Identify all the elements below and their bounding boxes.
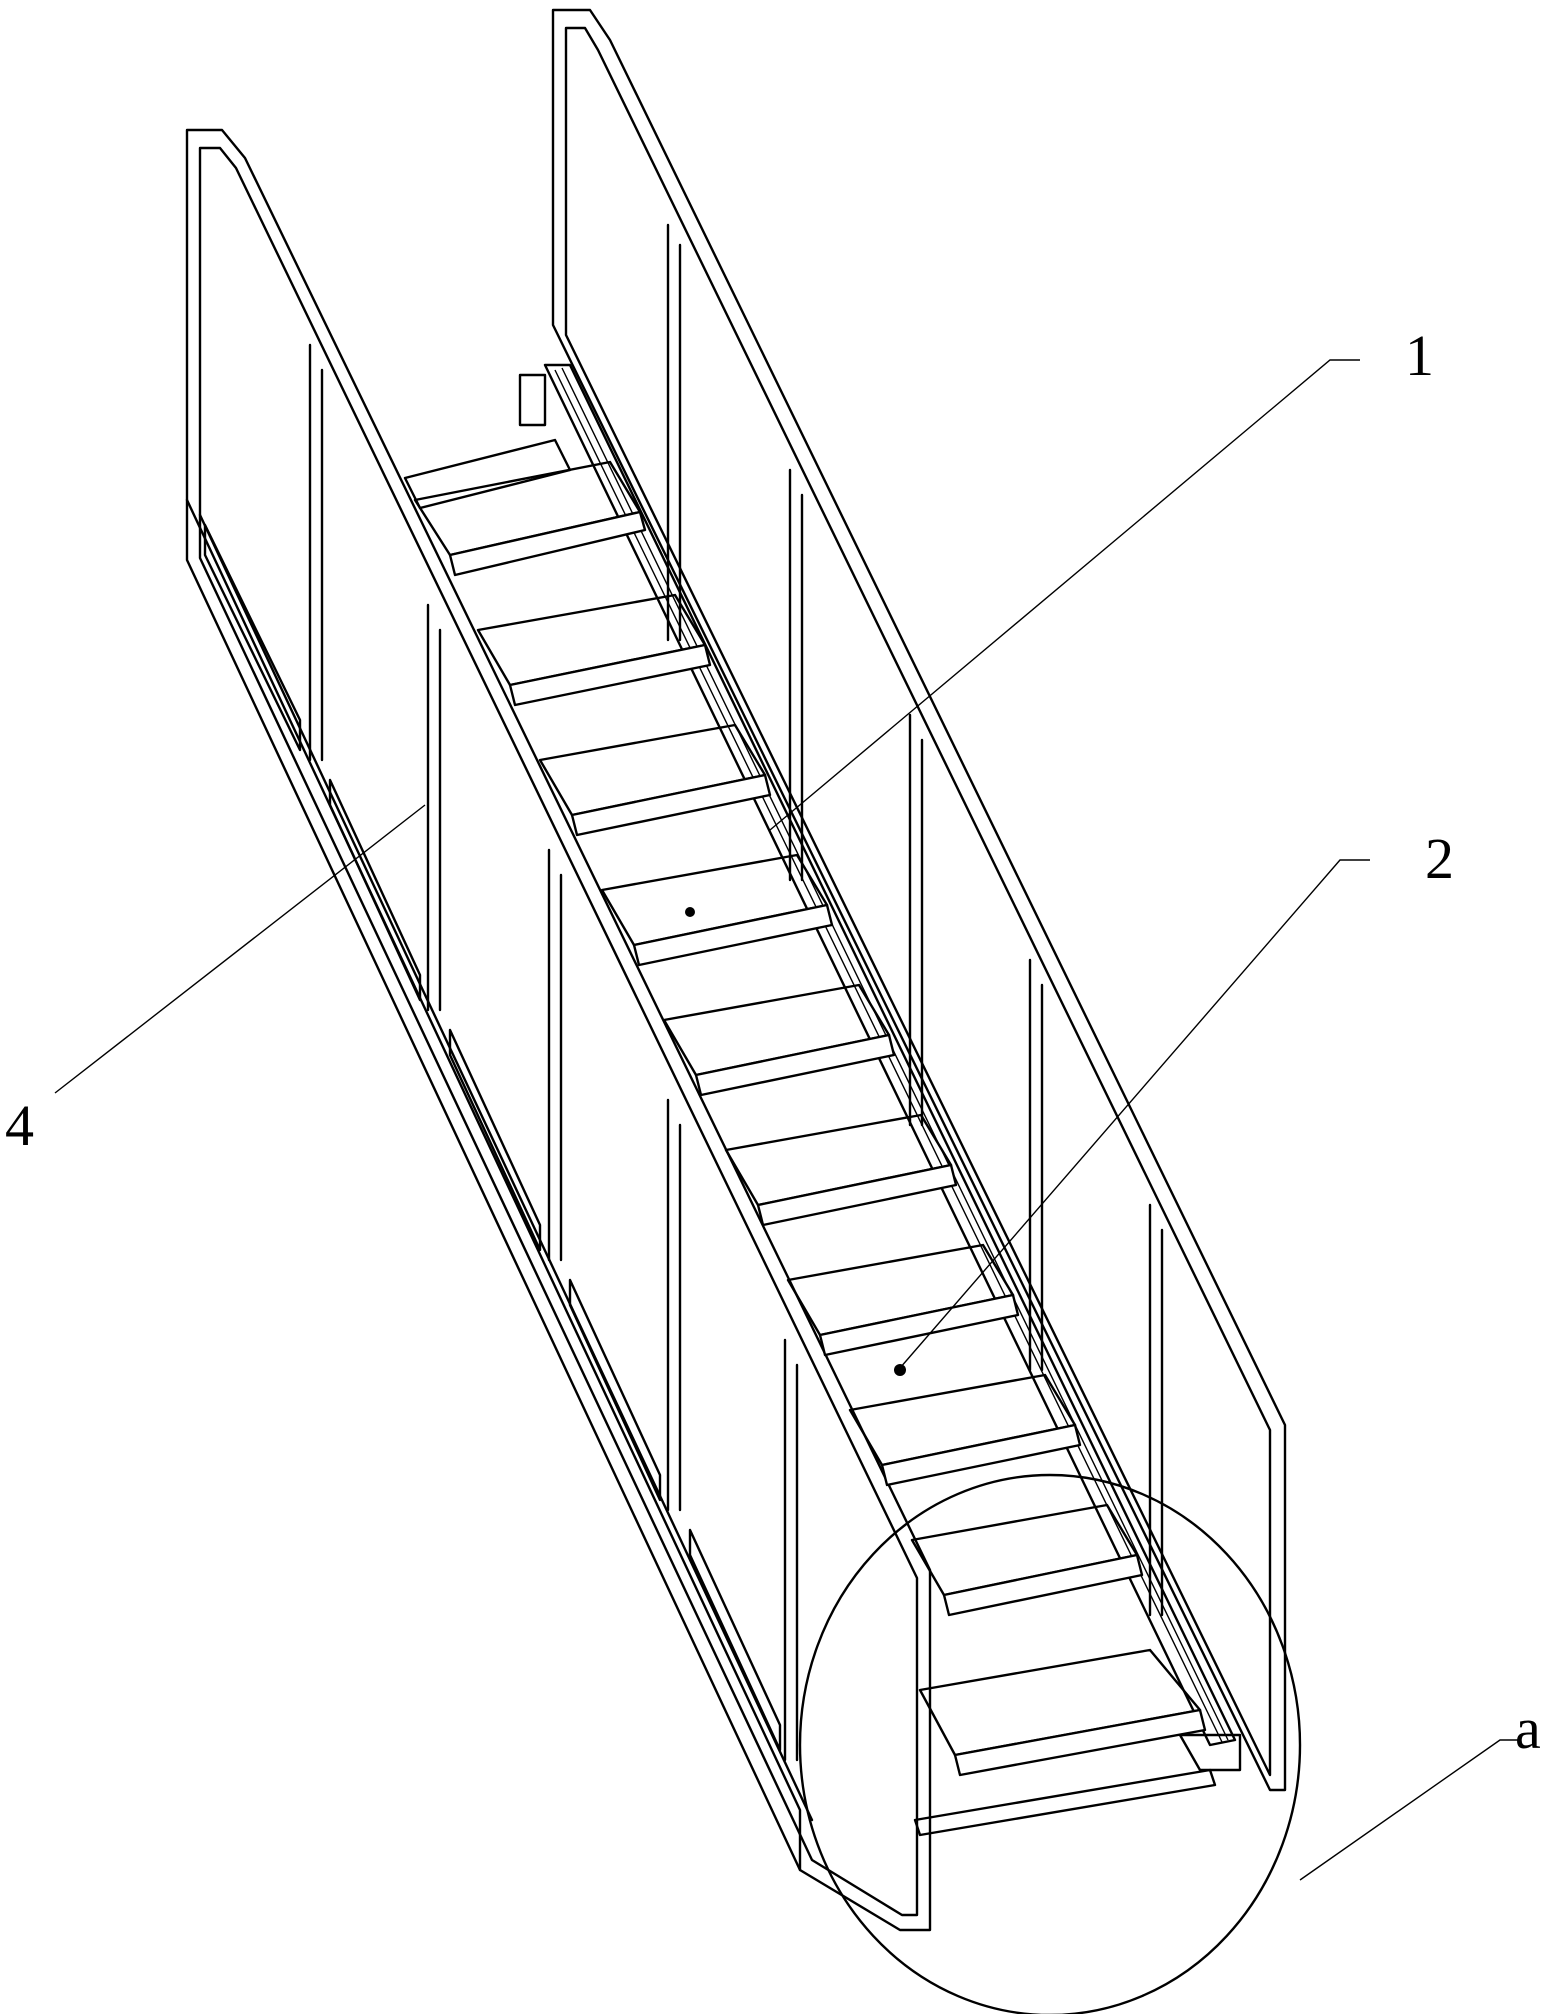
tread <box>476 593 712 707</box>
label-a: a <box>1515 1696 1541 1761</box>
detail-circle-a <box>798 1473 1302 2014</box>
tread <box>600 853 834 967</box>
left-guard-rail <box>185 128 932 1932</box>
leader-lines <box>54 359 1520 1881</box>
tread <box>662 983 896 1097</box>
label-1: 1 <box>1405 323 1434 388</box>
tread <box>403 438 647 577</box>
label-4: 4 <box>5 1093 34 1158</box>
stair-treads <box>403 438 1217 1837</box>
tread <box>918 1648 1207 1777</box>
tread <box>538 723 772 837</box>
right-guard-rail <box>551 8 1287 1792</box>
tread <box>724 1113 958 1227</box>
tread <box>910 1503 1144 1617</box>
tread <box>786 1243 1020 1357</box>
tread <box>848 1373 1082 1487</box>
bottom-tread-plate <box>913 1768 1217 1837</box>
label-2: 2 <box>1425 826 1454 891</box>
